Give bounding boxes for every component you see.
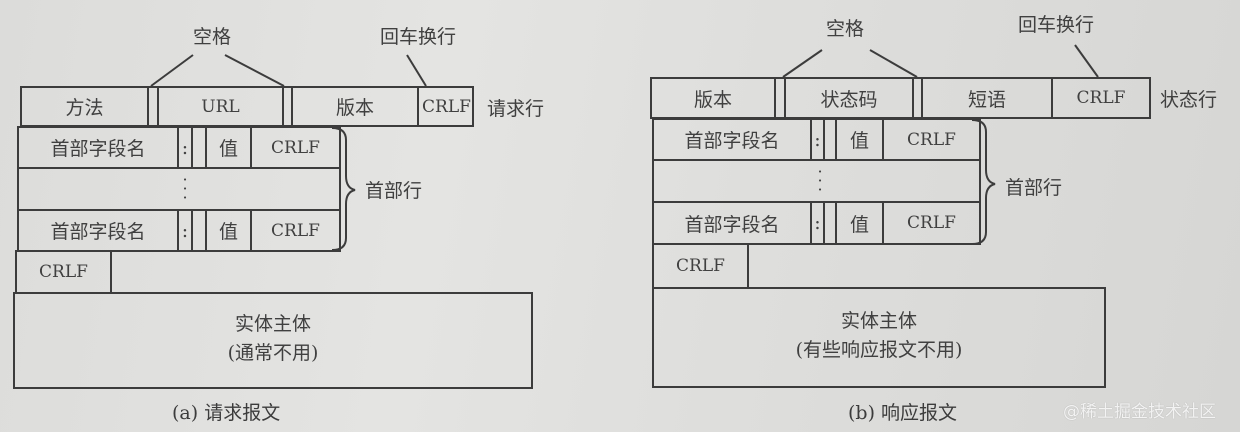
crlf-field: CRLF: [39, 262, 88, 282]
header-value: 值: [207, 211, 252, 250]
blank-line: CRLF: [15, 250, 112, 294]
header-value: 值: [207, 128, 252, 167]
response-caption: (b) 响应报文: [848, 402, 958, 424]
blank-line: CRLF: [652, 243, 749, 289]
header-value: 值: [837, 120, 884, 159]
header-line: 首部字段名 : 值 CRLF: [17, 126, 341, 169]
space-annotation: 空格: [826, 18, 865, 40]
header-lines-label: 首部行: [365, 180, 423, 202]
watermark: @稀土掘金技术社区: [1063, 402, 1216, 422]
space-field: [825, 120, 837, 159]
entity-body-title: 实体主体: [234, 313, 311, 335]
crlf-field: CRLF: [907, 213, 956, 233]
vertical-ellipsis-icon: ···: [182, 169, 188, 207]
header-line: 首部字段名 : 值 CRLF: [17, 209, 341, 252]
header-field-name: 首部字段名: [654, 203, 812, 243]
phrase-field: 短语: [923, 79, 1053, 117]
header-lines-label: 首部行: [1005, 177, 1063, 199]
header-field-name: 首部字段名: [19, 128, 179, 167]
space-field: [284, 88, 293, 125]
crlf-field: CRLF: [271, 137, 320, 158]
header-line: 首部字段名 : 值 CRLF: [652, 201, 981, 245]
space-annotation: 空格: [193, 26, 232, 48]
request-caption: (a) 请求报文: [172, 402, 281, 424]
header-line: 首部字段名 : 值 CRLF: [652, 118, 981, 161]
url-field: URL: [159, 88, 284, 125]
colon-field: :: [812, 120, 825, 159]
entity-body: 实体主体 (通常不用): [13, 292, 533, 389]
space-field: [149, 88, 159, 125]
request-line: 方法 URL 版本 CRLF: [20, 86, 474, 127]
crlf-annotation: 回车换行: [1018, 14, 1095, 36]
crlf-field: CRLF: [676, 256, 725, 276]
entity-body-note: (通常不用): [227, 342, 319, 364]
request-line-label: 请求行: [487, 98, 545, 120]
crlf-annotation: 回车换行: [380, 26, 457, 48]
status-line-label: 状态行: [1160, 89, 1218, 111]
entity-body: 实体主体 (有些响应报文不用): [652, 287, 1106, 388]
crlf-field: CRLF: [907, 129, 956, 150]
version-field: 版本: [652, 79, 776, 117]
crlf-field: CRLF: [1076, 88, 1126, 108]
header-field-name: 首部字段名: [19, 211, 179, 250]
space-field: [825, 203, 837, 243]
crlf-field: CRLF: [271, 220, 320, 241]
colon-field: :: [179, 211, 193, 250]
space-field: [776, 79, 786, 117]
vertical-ellipsis-icon: ···: [817, 161, 823, 199]
space-field: [914, 79, 923, 117]
header-ellipsis-row: ···: [17, 167, 341, 211]
colon-field: :: [179, 128, 193, 167]
entity-body-title: 实体主体: [840, 310, 917, 332]
colon-field: :: [812, 203, 825, 243]
header-value: 值: [837, 203, 884, 243]
space-field: [193, 211, 207, 250]
method-field: 方法: [22, 88, 149, 125]
header-ellipsis-row: ···: [652, 159, 981, 203]
status-line: 版本 状态码 短语 CRLF: [650, 77, 1151, 119]
crlf-field: CRLF: [422, 96, 471, 117]
entity-body-note: (有些响应报文不用): [795, 339, 963, 361]
version-field: 版本: [293, 88, 419, 125]
space-field: [193, 128, 207, 167]
header-field-name: 首部字段名: [654, 120, 812, 159]
status-code-field: 状态码: [786, 79, 914, 117]
